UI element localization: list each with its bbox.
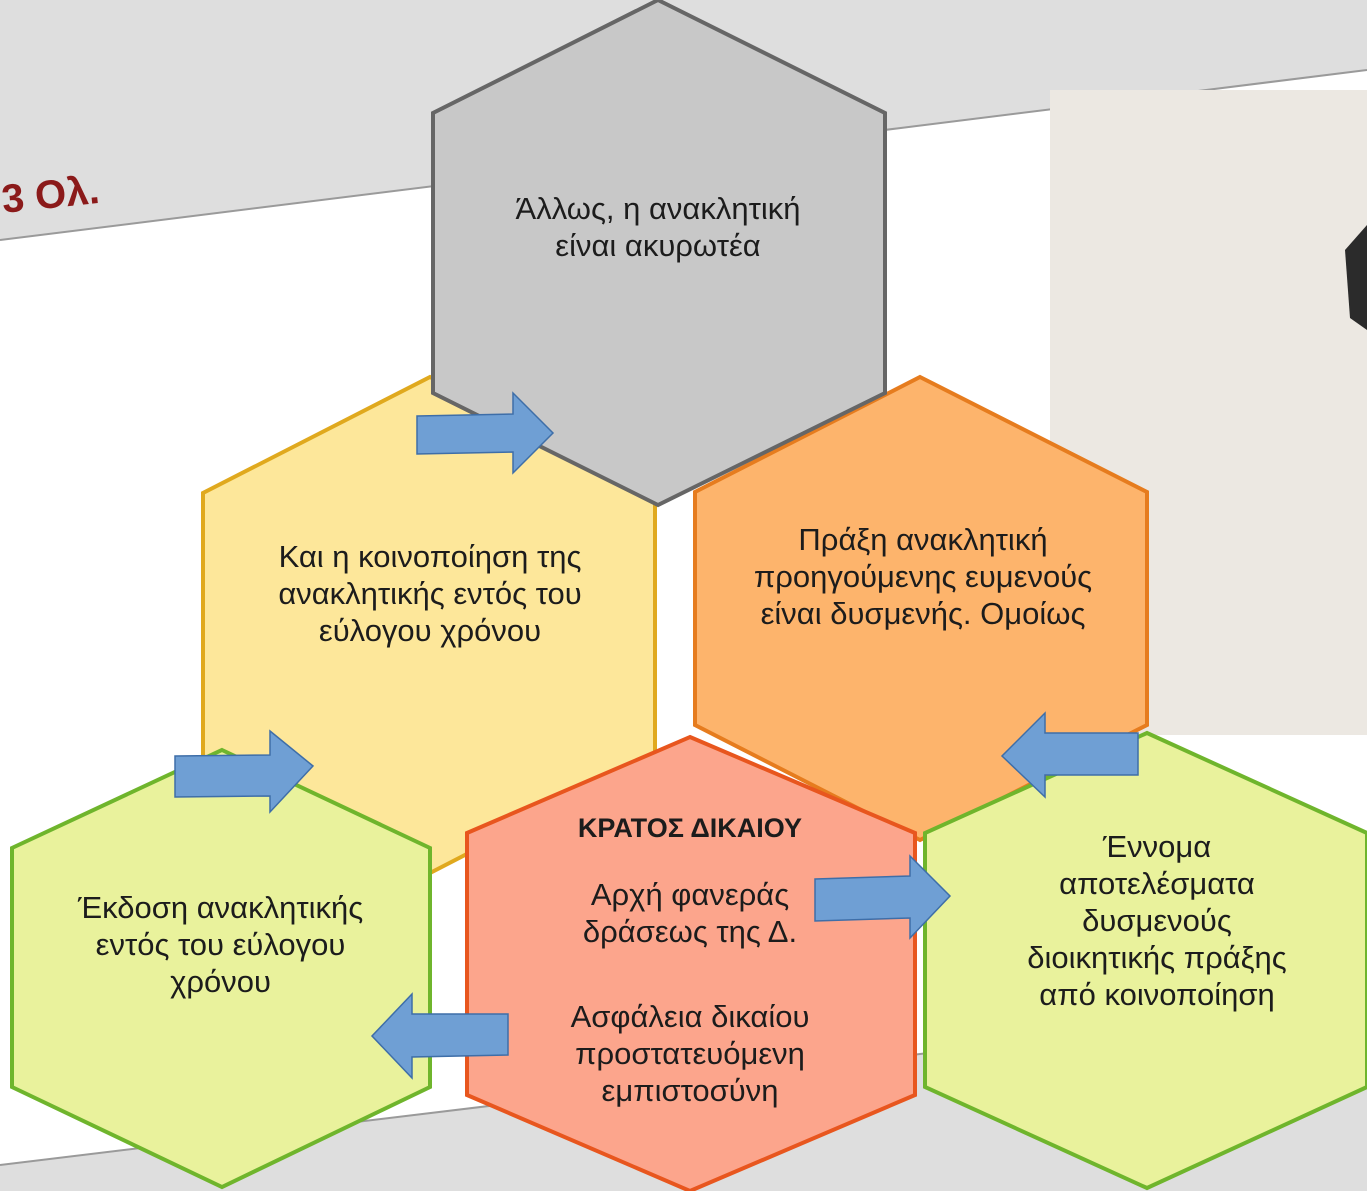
hexagon-top <box>431 0 887 508</box>
hexagon-center <box>465 734 917 1194</box>
photo-dark-shape <box>1345 225 1367 330</box>
hexagon-lower-left-text: Έκδοση ανακλητικής εντός του εύλογου χρό… <box>77 890 364 999</box>
arrow-right-lower-left-to-upper-left <box>174 729 315 814</box>
arrow-left-into-upper-right <box>1000 711 1139 799</box>
hexagon-upper-right-text: Πράξη ανακλητική προηγούμενης ευμενούς ε… <box>753 522 1093 631</box>
hexagon-center-line2: Ασφάλεια δικαίου προστατευόμενη εμπιστοσ… <box>570 999 810 1108</box>
hexagon-center-line1: Αρχή φανεράς δράσεως της Δ. <box>582 877 798 949</box>
arrow-left-center-to-lower-left <box>370 992 509 1080</box>
hexagon-lower-right <box>923 730 1367 1191</box>
hexagon-upper-left-text: Και η κοινοποίηση της ανακλητικής εντός … <box>278 539 582 648</box>
hexagon-center-heading: ΚΡΑΤΟΣ ΔΙΚΑΙΟΥ <box>577 813 803 843</box>
hexagon-lower-right-text: Έννομα αποτελέσματα δυσμενούς διοικητική… <box>1027 829 1287 1012</box>
hexagon-top-text: Άλλως, η ανακλητική είναι ακυρωτέα <box>515 191 801 263</box>
hexagon-lower-left <box>10 747 432 1190</box>
arrow-right-into-top <box>416 391 555 475</box>
arrow-right-center-to-lower-right <box>814 854 952 940</box>
